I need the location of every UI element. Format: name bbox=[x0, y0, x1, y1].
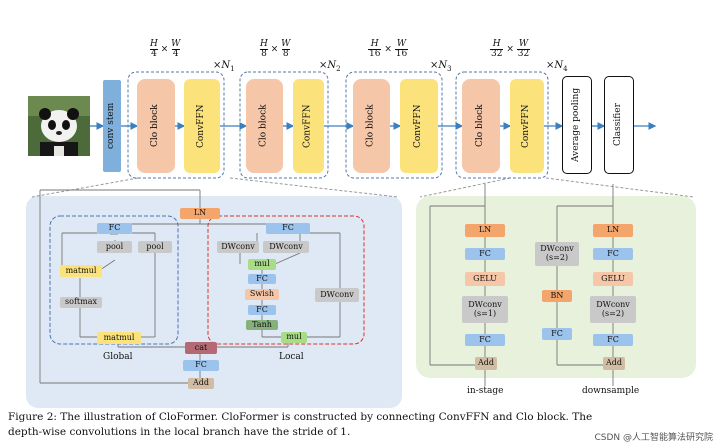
average-pooling-label: Average pooling bbox=[571, 87, 582, 163]
ffn-downsample-shortcut-fc: FC bbox=[542, 328, 572, 340]
local-tanh: Tanh bbox=[246, 320, 278, 330]
clo-block-stage-4: Clo block bbox=[462, 79, 500, 173]
ffn-instage-gelu: GELU bbox=[465, 272, 505, 286]
ffn-downsample-bn: BN bbox=[542, 290, 572, 302]
caption-line-2: depth-wise convolutions in the local bra… bbox=[8, 426, 351, 439]
panda-input-image bbox=[28, 96, 90, 156]
local-fc-2: FC bbox=[248, 274, 276, 284]
convffn-stage-3: ConvFFN bbox=[400, 79, 438, 173]
local-mul-2: mul bbox=[281, 332, 307, 343]
local-mul-1: mul bbox=[248, 259, 276, 270]
clo-add: Add bbox=[188, 378, 214, 389]
average-pooling: Average pooling bbox=[562, 76, 592, 174]
conv-stem-label: conv stem bbox=[106, 102, 117, 150]
ffn-instage-fc-2: FC bbox=[465, 334, 505, 346]
ffn-downsample-add: Add bbox=[603, 357, 625, 370]
convffn-stage-4: ConvFFN bbox=[510, 79, 544, 173]
convffn-panel bbox=[416, 196, 696, 378]
figure-caption: Figure 2: The illustration of CloFormer.… bbox=[8, 410, 708, 440]
cloformer-diagram: conv stem Clo block ConvFFN Clo block Co… bbox=[26, 39, 696, 408]
clo-fc-out: FC bbox=[183, 360, 219, 371]
classifier-label: Classifier bbox=[613, 103, 624, 147]
ffn-instage-add: Add bbox=[475, 357, 497, 370]
stage-group-1 bbox=[127, 71, 225, 179]
global-matmul-1: matmul bbox=[60, 265, 102, 277]
global-label: Global bbox=[103, 352, 133, 362]
zoom-line-right bbox=[229, 177, 399, 198]
local-dwconv-1: DWconv bbox=[217, 241, 259, 253]
global-softmax: softmax bbox=[60, 297, 102, 308]
ffn-downsample-ln: LN bbox=[593, 224, 633, 237]
ffn-downsample-gelu: GELU bbox=[593, 272, 633, 286]
local-branch-group bbox=[207, 215, 365, 345]
clo-block-label: Clo block bbox=[475, 104, 486, 148]
convffn-label: ConvFFN bbox=[302, 104, 313, 148]
convffn-label: ConvFFN bbox=[521, 104, 532, 148]
clo-ln: LN bbox=[180, 208, 220, 219]
ffn-connectors bbox=[429, 184, 614, 386]
downsample-label: downsample bbox=[582, 386, 640, 396]
clo-block-stage-2: Clo block bbox=[246, 79, 283, 173]
clo-block-label: Clo block bbox=[365, 104, 376, 148]
stage-4-repeat: ×N4 bbox=[546, 60, 568, 73]
conv-stem: conv stem bbox=[103, 80, 121, 172]
ffn-downsample-shortcut-dwconv: DWconv (s=2) bbox=[535, 242, 579, 266]
stage-2-repeat: ×N2 bbox=[319, 60, 341, 73]
clo-block-label: Clo block bbox=[258, 104, 269, 148]
convffn-label: ConvFFN bbox=[196, 104, 207, 148]
local-fc-3: FC bbox=[248, 305, 276, 315]
caption-line-1: Figure 2: The illustration of CloFormer.… bbox=[8, 411, 593, 423]
ffn-instage-fc-1: FC bbox=[465, 248, 505, 260]
clo-block-stage-3: Clo block bbox=[353, 79, 390, 173]
ffn-instage-ln: LN bbox=[465, 224, 505, 237]
stage-group-4 bbox=[455, 71, 549, 179]
convffn-label: ConvFFN bbox=[413, 104, 424, 148]
zoom-line-ffn-left bbox=[419, 177, 511, 198]
clo-block-label: Clo block bbox=[150, 104, 161, 148]
global-pool-1: pool bbox=[97, 241, 132, 253]
stage-group-3 bbox=[345, 71, 443, 179]
watermark: CSDN @人工智能算法研究院 bbox=[594, 433, 713, 443]
instage-label: in-stage bbox=[467, 386, 504, 396]
ffn-downsample-fc-2: FC bbox=[593, 334, 633, 346]
stage-1-repeat: ×N1 bbox=[213, 60, 235, 73]
classifier: Classifier bbox=[604, 76, 634, 174]
global-fc: FC bbox=[97, 223, 132, 234]
stage-3-repeat: ×N3 bbox=[430, 60, 452, 73]
ffn-instage-dwconv: DWconv (s=1) bbox=[462, 296, 508, 323]
local-dwconv-3: DWconv bbox=[315, 288, 359, 302]
ffn-downsample-dwconv: DWconv (s=2) bbox=[590, 296, 636, 323]
local-label: Local bbox=[279, 352, 304, 362]
zoom-line-left bbox=[31, 177, 139, 198]
local-fc: FC bbox=[266, 223, 310, 234]
global-branch-group bbox=[49, 215, 179, 345]
convffn-stage-1: ConvFFN bbox=[184, 79, 220, 173]
global-matmul-2: matmul bbox=[97, 332, 141, 344]
clo-cat: cat bbox=[185, 342, 217, 354]
local-dwconv-2: DWconv bbox=[263, 241, 309, 253]
zoom-line-ffn-right bbox=[545, 177, 695, 198]
local-swish: Swish bbox=[245, 289, 279, 300]
ffn-downsample-fc-1: FC bbox=[593, 248, 633, 260]
clo-block-stage-1: Clo block bbox=[137, 79, 175, 173]
convffn-stage-2: ConvFFN bbox=[293, 79, 324, 173]
connector-layer bbox=[26, 71, 696, 408]
global-pool-2: pool bbox=[138, 241, 172, 253]
